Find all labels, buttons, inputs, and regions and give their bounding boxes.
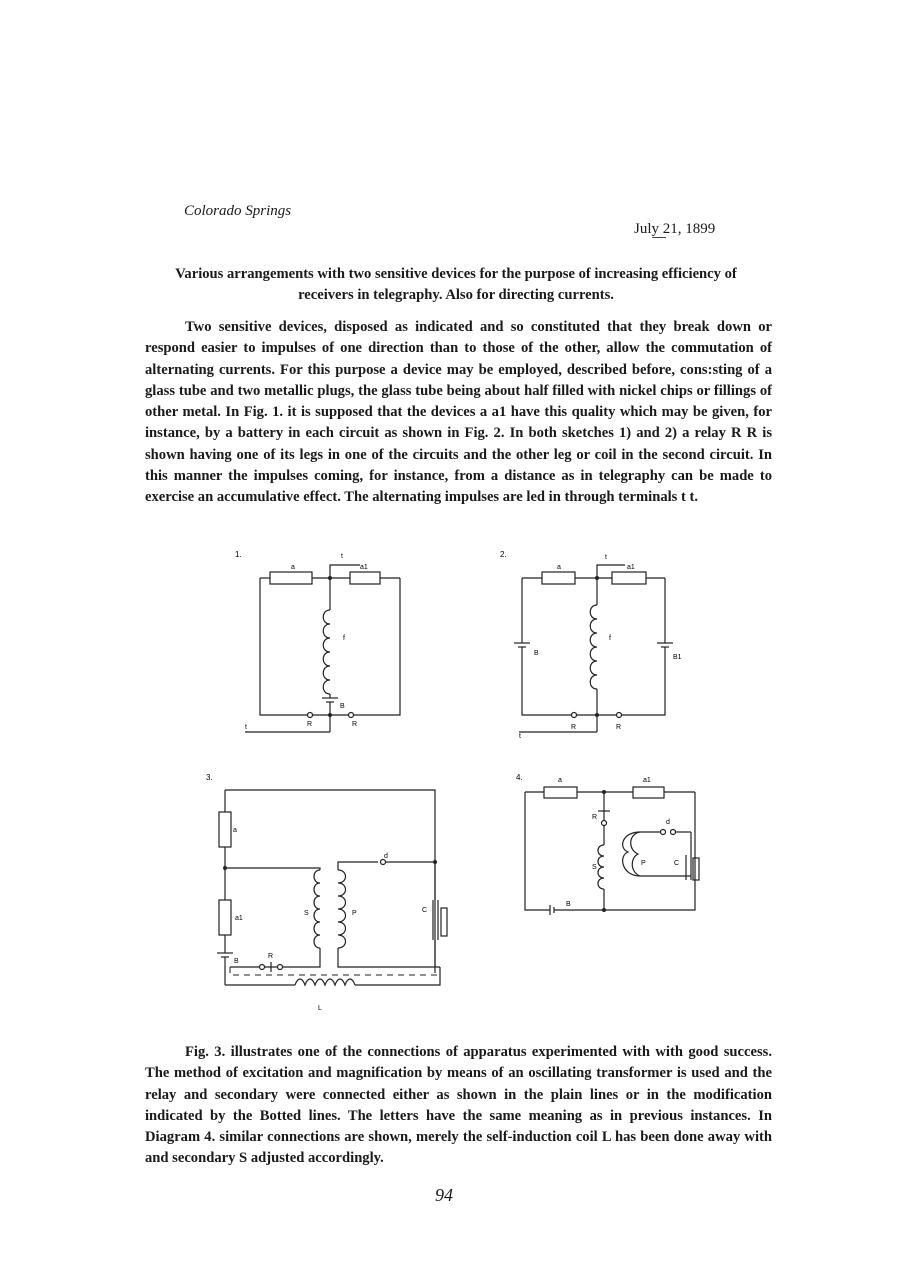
fig4-label-a: a: [558, 777, 562, 784]
fig2-label-t-bottom: t: [519, 733, 521, 740]
fig2-label-r2: R: [616, 724, 621, 731]
fig2-label-b1: B1: [673, 654, 682, 661]
fig4-number: 4.: [516, 773, 523, 782]
header-location: Colorado Springs: [184, 203, 292, 219]
figure-3-circuit: 3. a a1 d S P C B: [206, 773, 448, 1012]
fig2-label-a1: a1: [627, 564, 635, 571]
fig2-label-r1: R: [571, 724, 576, 731]
fig1-number: 1.: [235, 550, 242, 559]
fig1-label-t-bottom: t: [245, 724, 247, 731]
page-number: 94: [435, 1185, 453, 1205]
figure-1-circuit: 1. a a1 t t f B R R: [235, 550, 401, 733]
section-title: Various arrangements with two sensitive …: [175, 266, 737, 303]
fig3-label-a: a: [233, 827, 237, 834]
body-paragraph-2: Fig. 3. illustrates one of the connectio…: [145, 1044, 772, 1167]
fig2-label-b: B: [534, 650, 539, 657]
header-date: July 21, 1899: [634, 221, 716, 237]
fig1-label-r2: R: [352, 721, 357, 728]
figure-4-circuit: 4. a a1 R d S P C B: [516, 773, 700, 915]
fig3-label-l: L: [318, 1005, 322, 1012]
fig4-label-r: R: [592, 814, 597, 821]
fig3-label-p: P: [352, 910, 357, 917]
fig2-label-a: a: [557, 564, 561, 571]
fig1-label-a1: a1: [360, 564, 368, 571]
fig3-label-r: R: [268, 953, 273, 960]
fig1-label-t-top: t: [341, 553, 343, 560]
fig3-label-d: d: [384, 853, 388, 860]
fig3-label-b: B: [234, 958, 239, 965]
fig1-label-b: B: [340, 703, 345, 710]
date-underline-mark: [652, 237, 666, 238]
fig4-label-b: B: [566, 901, 571, 908]
fig3-label-c: C: [422, 907, 427, 914]
fig3-number: 3.: [206, 773, 213, 782]
fig3-label-a1: a1: [235, 915, 243, 922]
fig4-label-s: S: [592, 864, 597, 871]
fig1-label-f: f: [343, 635, 345, 642]
fig4-label-c: C: [674, 860, 679, 867]
fig3-label-s: S: [304, 910, 309, 917]
fig1-label-a: a: [291, 564, 295, 571]
body-paragraph-1: Two sensitive devices, disposed as indic…: [145, 319, 772, 506]
fig2-label-t-top: t: [605, 554, 607, 561]
fig4-label-d: d: [666, 819, 670, 826]
fig4-label-p: P: [641, 860, 646, 867]
fig1-label-r1: R: [307, 721, 312, 728]
fig2-number: 2.: [500, 550, 507, 559]
figure-2-circuit: 2. a a1 t t f B B1 R R: [500, 550, 682, 740]
fig2-label-f: f: [609, 635, 611, 642]
fig4-label-a1: a1: [643, 777, 651, 784]
